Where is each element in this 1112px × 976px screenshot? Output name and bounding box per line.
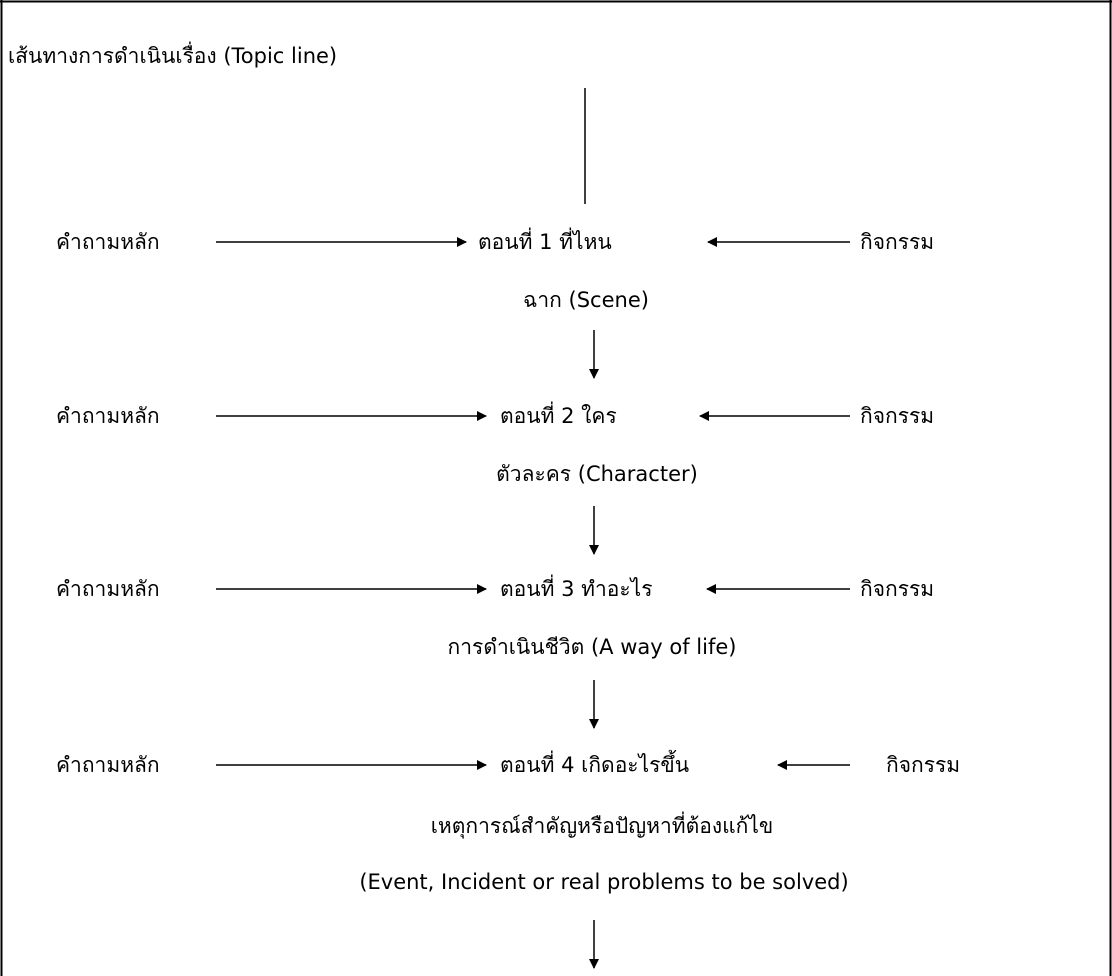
right-label-3: กิจกรรม <box>860 577 935 601</box>
step-title-4: ตอนที่ 4 เกิดอะไรขึ้น <box>500 753 690 777</box>
step-title-2: ตอนที่ 2 ใคร <box>500 404 617 428</box>
left-label-2: คำถามหลัก <box>56 404 160 428</box>
step-title-1: ตอนที่ 1 ที่ไหน <box>478 230 612 254</box>
left-label-1: คำถามหลัก <box>56 230 160 254</box>
step-caption-1: ฉาก (Scene) <box>523 288 649 312</box>
step-caption-2: ตัวละคร (Character) <box>496 462 698 486</box>
step-caption-4: เหตุการณ์สำคัญหรือปัญหาที่ต้องแก้ไข <box>430 814 774 838</box>
right-label-4: กิจกรรม <box>886 753 961 777</box>
step-caption-3: การดำเนินชีวิต (A way of life) <box>447 635 737 659</box>
right-label-1: กิจกรรม <box>860 230 935 254</box>
header-title: เส้นทางการดำเนินเรื่อง (Topic line) <box>8 44 338 68</box>
step-caption-4-line2: (Event, Incident or real problems to be … <box>359 870 849 894</box>
step-title-3: ตอนที่ 3 ทำอะไร <box>500 577 653 601</box>
right-label-2: กิจกรรม <box>860 404 935 428</box>
left-label-4: คำถามหลัก <box>56 753 160 777</box>
left-label-3: คำถามหลัก <box>56 577 160 601</box>
